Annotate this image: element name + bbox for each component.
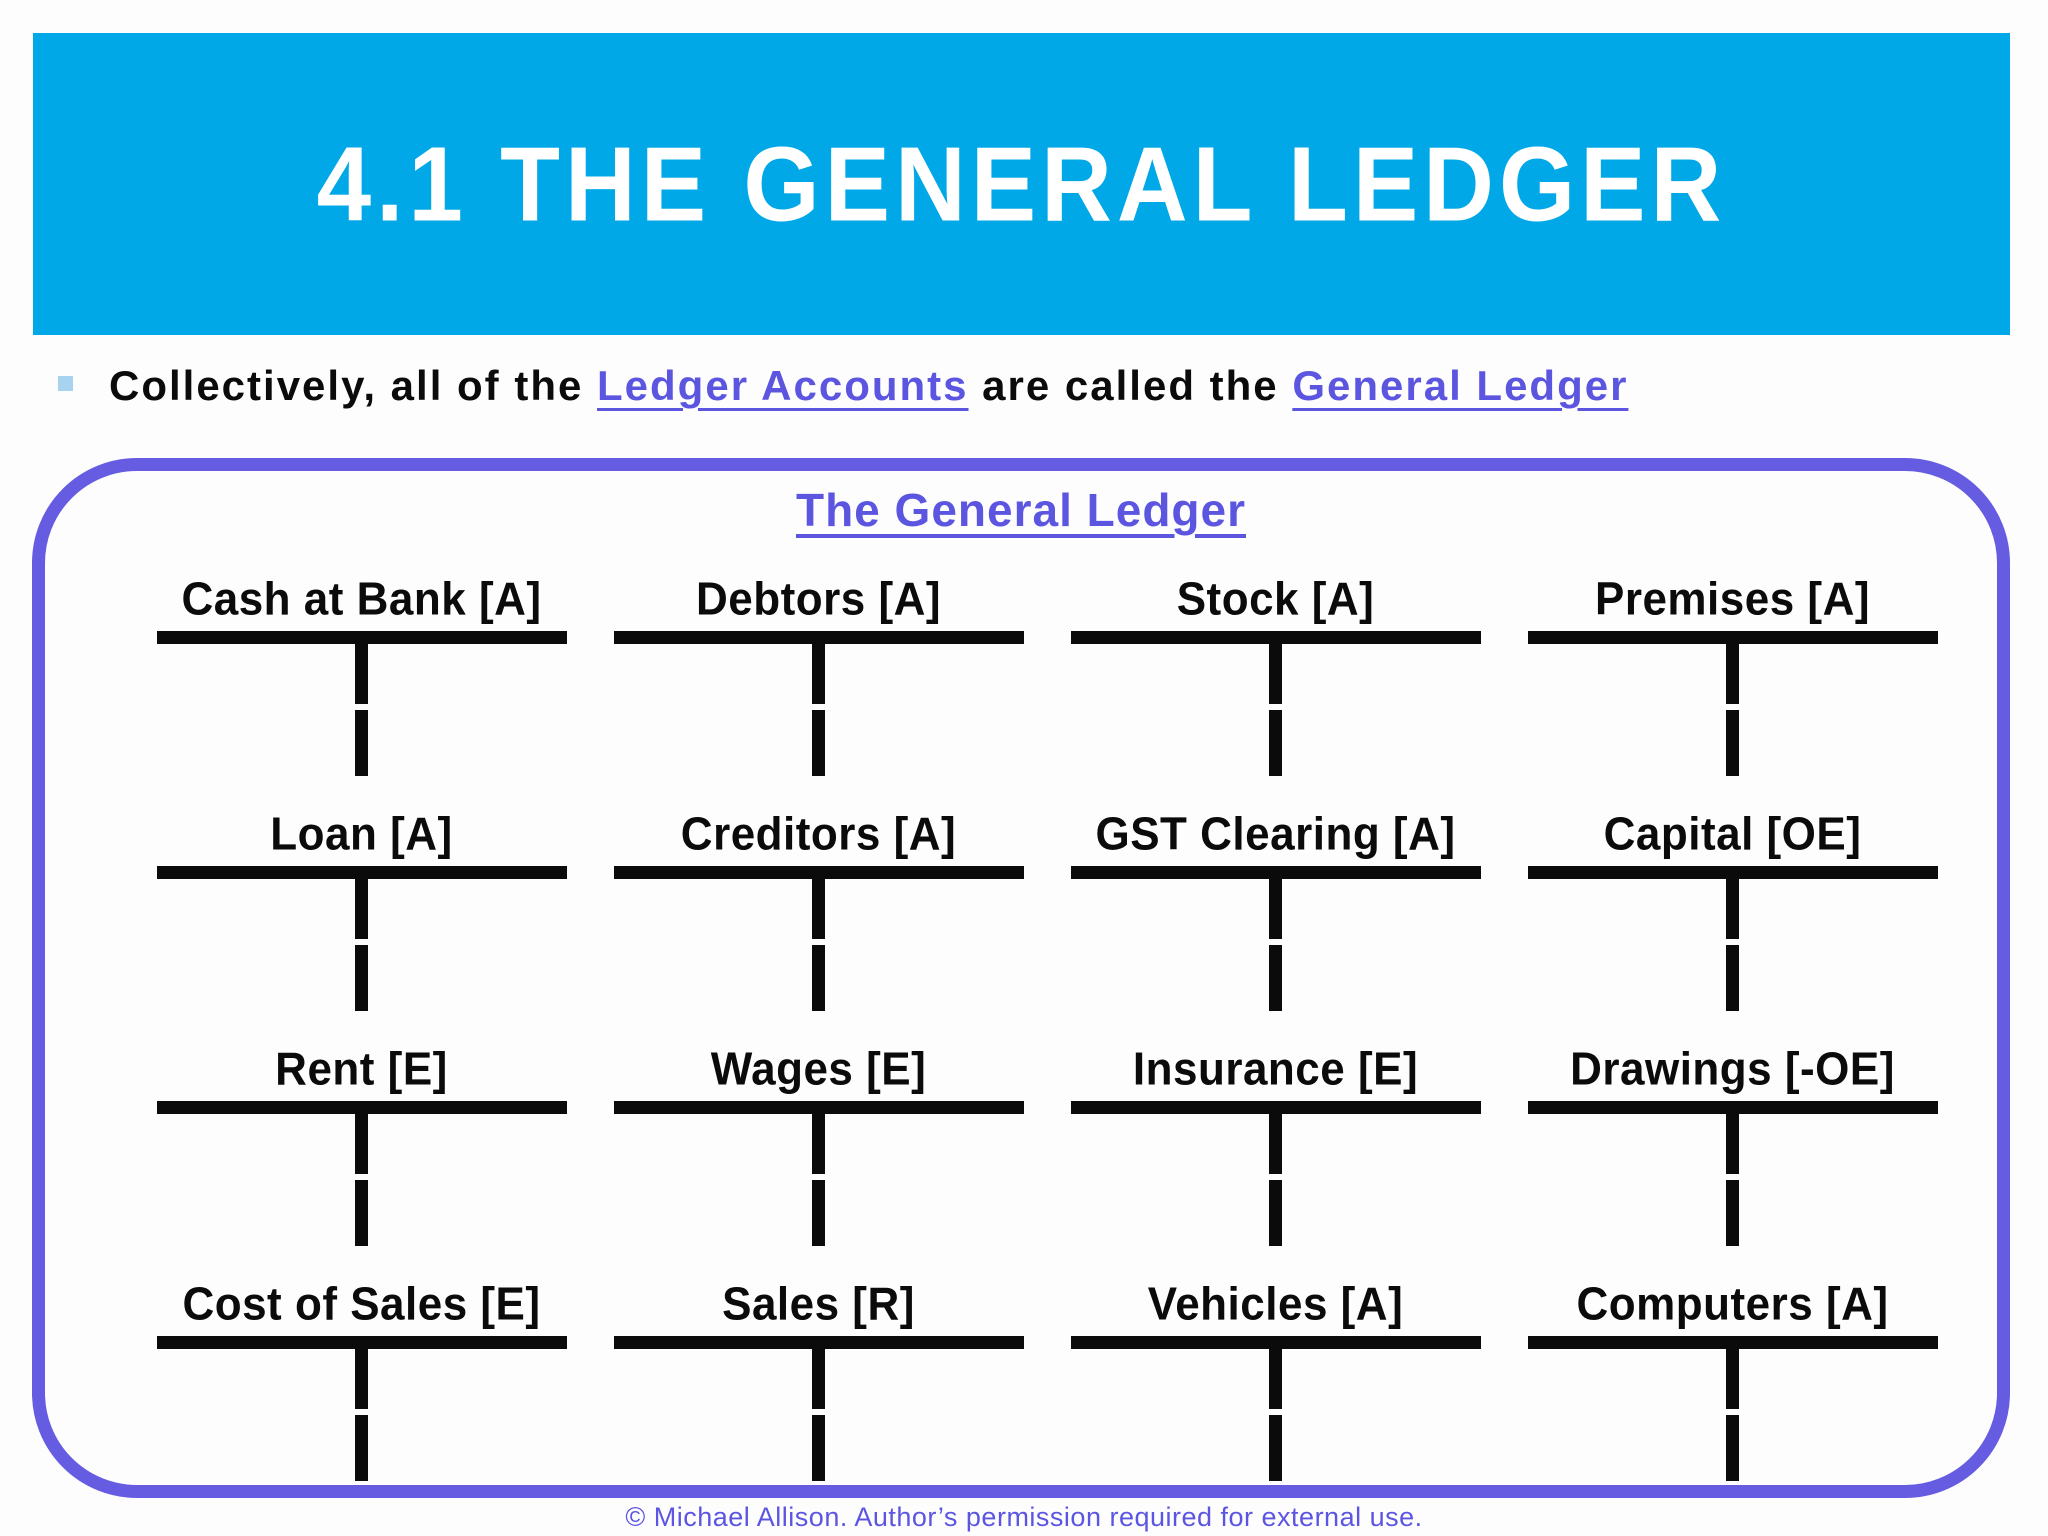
t-account-label: Wages [E] bbox=[710, 1043, 927, 1096]
copyright-footer: © Michael Allison. Author’s permission r… bbox=[625, 1502, 1423, 1532]
t-account-label: Rent [E] bbox=[275, 1043, 448, 1096]
t-account-stem bbox=[1269, 1114, 1282, 1246]
t-account-stem bbox=[1726, 879, 1739, 1011]
t-account-computers: Computers [A] bbox=[1504, 1278, 1961, 1518]
t-account-creditors: Creditors [A] bbox=[590, 808, 1047, 1048]
t-account-stem bbox=[1726, 1114, 1739, 1246]
t-account-bar bbox=[1527, 1101, 1938, 1114]
bullet-text: Collectively, all of the Ledger Accounts… bbox=[109, 362, 1628, 410]
t-account-stem bbox=[812, 644, 825, 776]
t-account-loan: Loan [A] bbox=[133, 808, 590, 1048]
t-account-label: Computers [A] bbox=[1576, 1278, 1889, 1331]
title-banner: 4.1 THE GENERAL LEDGER bbox=[33, 33, 2010, 335]
bullet-line: Collectively, all of the Ledger Accounts… bbox=[58, 362, 1988, 410]
t-account-stem bbox=[812, 1349, 825, 1481]
t-account-label: Stock [A] bbox=[1176, 573, 1375, 626]
bullet-text-middle: are called the bbox=[968, 362, 1293, 409]
t-account-label: GST Clearing [A] bbox=[1095, 808, 1456, 861]
t-account-cash-at-bank: Cash at Bank [A] bbox=[133, 573, 590, 813]
t-account-label: Loan [A] bbox=[270, 808, 453, 861]
t-account-bar bbox=[1070, 1101, 1481, 1114]
t-account-stem bbox=[355, 644, 368, 776]
t-account-row-3: Rent [E] Wages [E] Insurance [E] Drawing… bbox=[133, 1043, 1961, 1283]
t-account-row-2: Loan [A] Creditors [A] GST Clearing [A] … bbox=[133, 808, 1961, 1048]
t-account-wages: Wages [E] bbox=[590, 1043, 1047, 1283]
t-account-bar bbox=[613, 1336, 1024, 1349]
t-account-bar bbox=[1070, 866, 1481, 879]
t-account-row-1: Cash at Bank [A] Debtors [A] Stock [A] P… bbox=[133, 573, 1961, 813]
t-account-label: Cost of Sales [E] bbox=[182, 1278, 541, 1331]
t-account-label: Sales [R] bbox=[722, 1278, 915, 1331]
t-account-stem bbox=[1726, 1349, 1739, 1481]
t-account-stock: Stock [A] bbox=[1047, 573, 1504, 813]
t-account-bar bbox=[1527, 866, 1938, 879]
ledger-accounts-link[interactable]: Ledger Accounts bbox=[597, 362, 969, 409]
t-account-bar bbox=[1527, 1336, 1938, 1349]
t-account-drawings: Drawings [-OE] bbox=[1504, 1043, 1961, 1283]
bullet-square-icon bbox=[58, 376, 73, 391]
t-account-stem bbox=[355, 1114, 368, 1246]
t-account-gst-clearing: GST Clearing [A] bbox=[1047, 808, 1504, 1048]
t-account-sales: Sales [R] bbox=[590, 1278, 1047, 1518]
t-account-stem bbox=[812, 879, 825, 1011]
t-account-stem bbox=[1269, 1349, 1282, 1481]
t-account-premises: Premises [A] bbox=[1504, 573, 1961, 813]
t-account-stem bbox=[1269, 879, 1282, 1011]
t-account-label: Cash at Bank [A] bbox=[181, 573, 542, 626]
t-account-bar bbox=[1070, 631, 1481, 644]
t-account-vehicles: Vehicles [A] bbox=[1047, 1278, 1504, 1518]
t-account-label: Drawings [-OE] bbox=[1570, 1043, 1895, 1096]
t-account-stem bbox=[812, 1114, 825, 1246]
t-account-label: Insurance [E] bbox=[1132, 1043, 1419, 1096]
t-account-grid: Cash at Bank [A] Debtors [A] Stock [A] P… bbox=[133, 573, 1961, 1518]
diagram-heading: The General Ledger bbox=[795, 484, 1246, 536]
t-account-stem bbox=[1726, 644, 1739, 776]
t-account-bar bbox=[1527, 631, 1938, 644]
t-account-label: Capital [OE] bbox=[1603, 808, 1862, 861]
slide-title: 4.1 THE GENERAL LEDGER bbox=[316, 124, 1727, 243]
t-account-stem bbox=[1269, 644, 1282, 776]
t-account-label: Creditors [A] bbox=[680, 808, 957, 861]
general-ledger-diagram-box: The General Ledger Cash at Bank [A] Debt… bbox=[32, 458, 2010, 1498]
t-account-rent: Rent [E] bbox=[133, 1043, 590, 1283]
general-ledger-link[interactable]: General Ledger bbox=[1292, 362, 1629, 409]
t-account-bar bbox=[613, 631, 1024, 644]
t-account-bar bbox=[1070, 1336, 1481, 1349]
t-account-bar bbox=[156, 1101, 567, 1114]
t-account-stem bbox=[355, 879, 368, 1011]
t-account-bar bbox=[613, 866, 1024, 879]
t-account-insurance: Insurance [E] bbox=[1047, 1043, 1504, 1283]
t-account-capital: Capital [OE] bbox=[1504, 808, 1961, 1048]
t-account-stem bbox=[355, 1349, 368, 1481]
t-account-debtors: Debtors [A] bbox=[590, 573, 1047, 813]
t-account-bar bbox=[613, 1101, 1024, 1114]
t-account-cost-of-sales: Cost of Sales [E] bbox=[133, 1278, 590, 1518]
t-account-label: Premises [A] bbox=[1594, 573, 1870, 626]
t-account-label: Debtors [A] bbox=[695, 573, 942, 626]
t-account-bar bbox=[156, 1336, 567, 1349]
t-account-row-4: Cost of Sales [E] Sales [R] Vehicles [A]… bbox=[133, 1278, 1961, 1518]
t-account-bar bbox=[156, 631, 567, 644]
t-account-bar bbox=[156, 866, 567, 879]
t-account-label: Vehicles [A] bbox=[1147, 1278, 1404, 1331]
bullet-text-prefix: Collectively, all of the bbox=[109, 362, 598, 409]
